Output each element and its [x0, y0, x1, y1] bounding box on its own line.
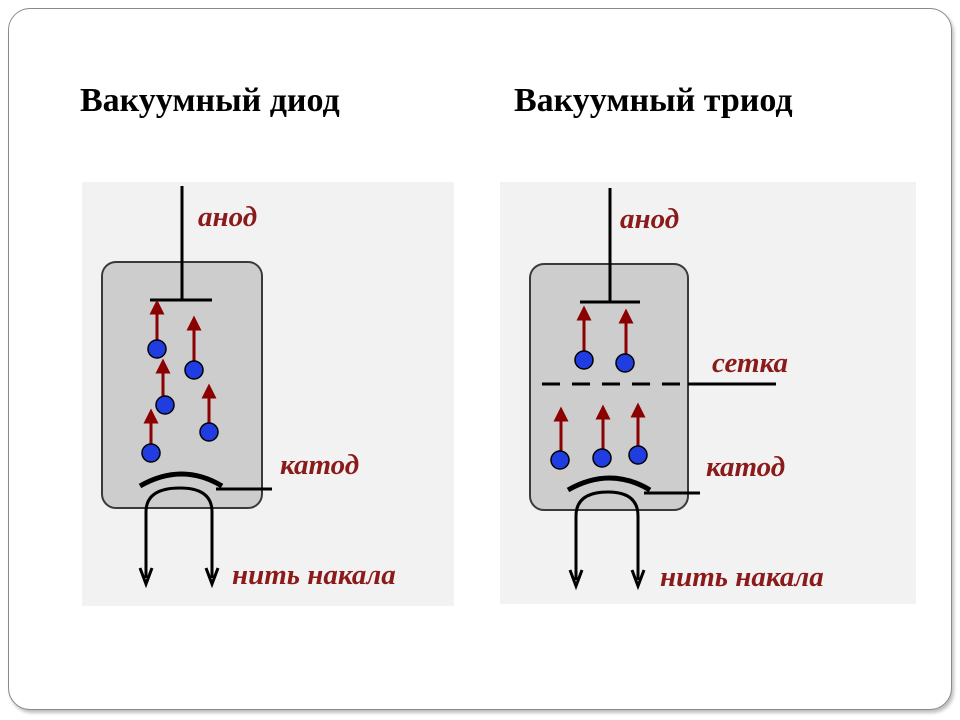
diode-diagram: анод катод нить накала — [82, 182, 454, 606]
diode-anode-label: анод — [198, 201, 257, 233]
triode-electrons-lower — [550, 402, 648, 470]
diode-filament-label: нить накала — [232, 559, 396, 591]
diode-filament-arrow-left — [138, 567, 154, 589]
triode-filament-arrow-left — [568, 569, 584, 591]
triode-filament-arrow-right — [630, 569, 646, 591]
triode-grid-label: сетка — [712, 347, 788, 379]
triode-title: Вакуумный триод — [514, 82, 793, 119]
triode-cathode-label: катод — [706, 451, 785, 483]
diode-filament-arrow-right — [204, 567, 220, 589]
diode-cathode-label: катод — [280, 449, 359, 481]
electron — [628, 445, 648, 465]
triode-anode-label: анод — [620, 203, 679, 235]
diode-title: Вакуумный диод — [80, 82, 340, 119]
electron — [199, 422, 219, 442]
electron — [615, 353, 635, 373]
diode-filament — [144, 486, 214, 578]
diode-electrons — [141, 299, 219, 463]
diode-cathode — [138, 471, 224, 489]
triode-cathode — [566, 475, 652, 493]
triode-electrons-upper — [574, 305, 635, 373]
electron — [184, 360, 204, 380]
electron — [550, 450, 570, 470]
electron — [574, 350, 594, 370]
electron — [155, 395, 175, 415]
electron — [147, 339, 167, 359]
triode-filament-label: нить накала — [660, 561, 824, 593]
electron — [141, 443, 161, 463]
triode-filament — [574, 490, 640, 580]
triode-diagram: анод сетка катод нить накала — [500, 182, 916, 604]
electron — [592, 448, 612, 468]
